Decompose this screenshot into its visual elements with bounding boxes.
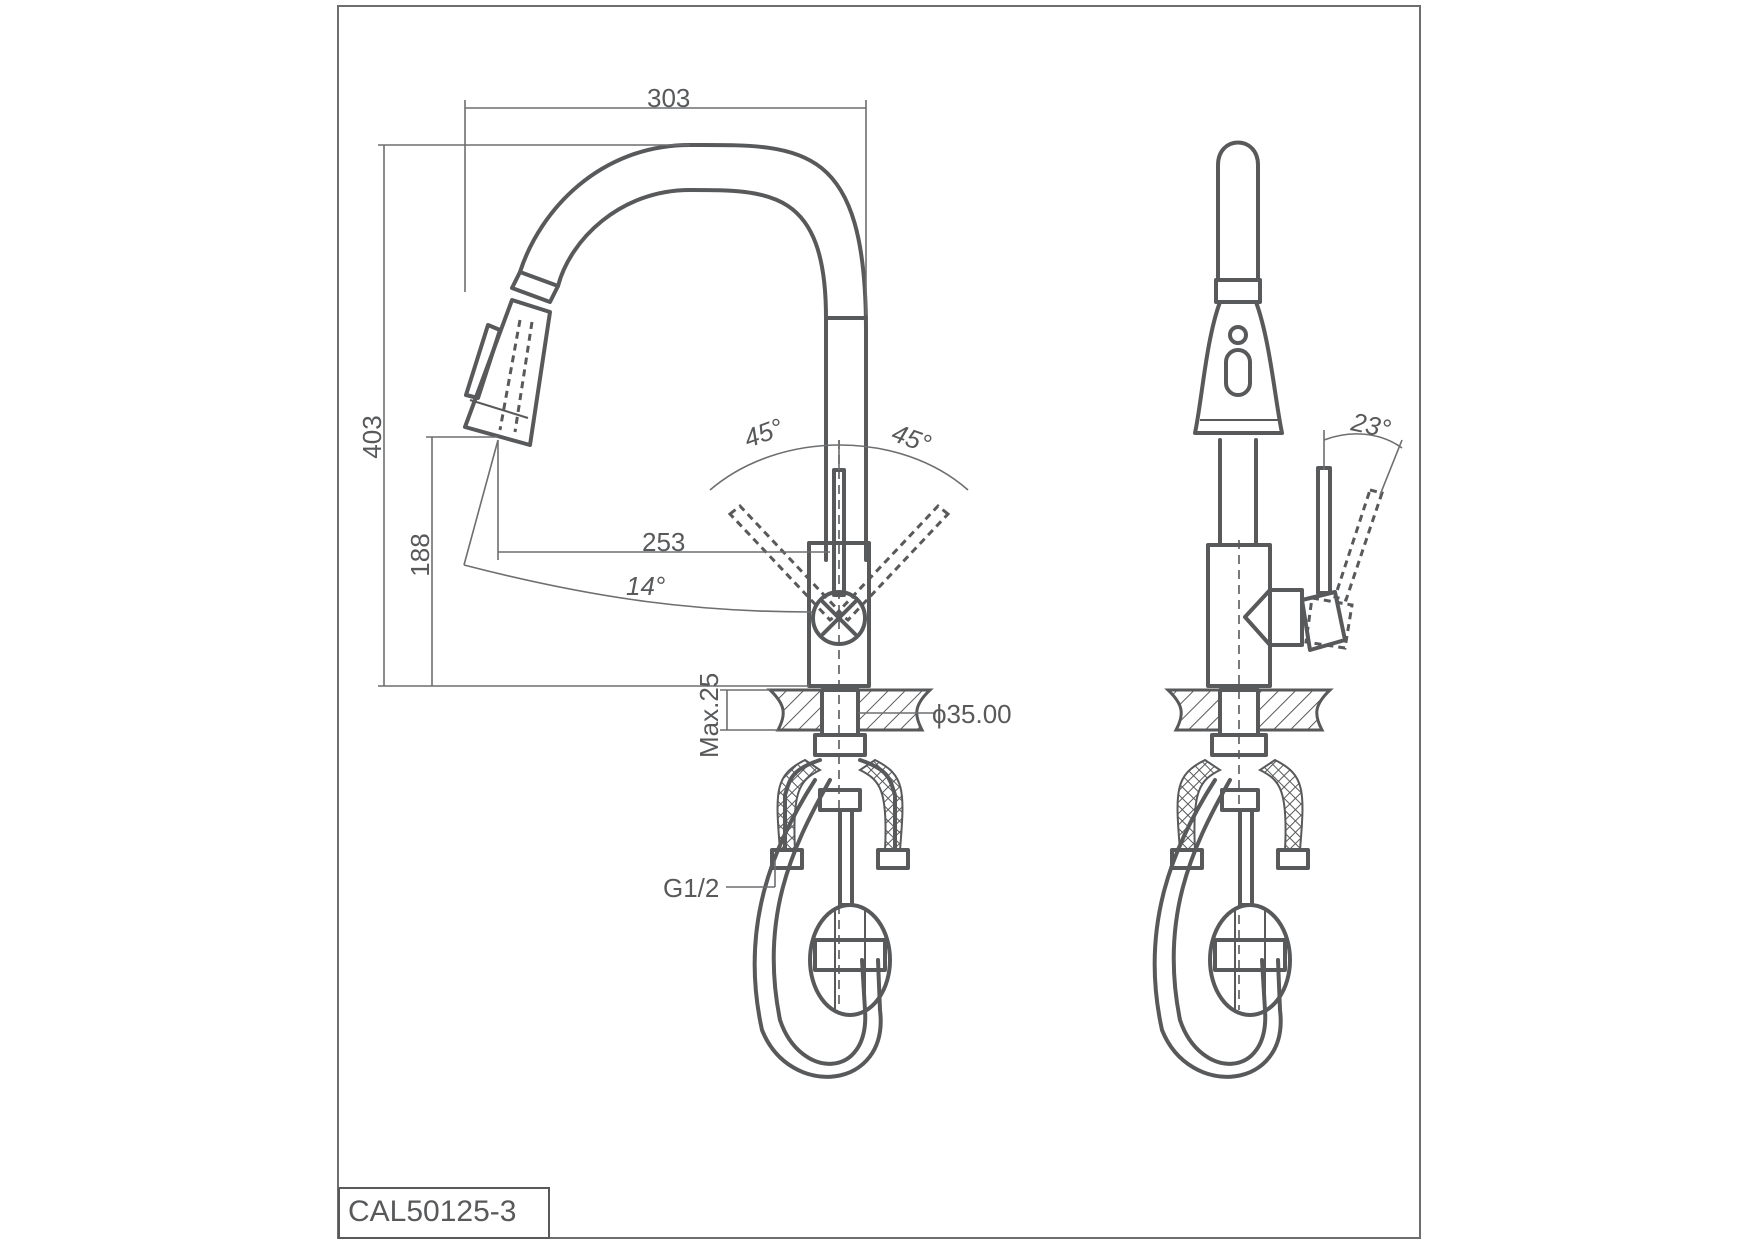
side-view: 23° [1152,140,1403,1079]
dim-hole-diameter: ϕ35.00 [932,699,1012,729]
dim-spout-reach: 303 [647,83,690,113]
dim-total-height: 403 [357,415,387,458]
model-code-box: CAL50125-3 [338,1187,550,1239]
faucet-body [727,440,951,1010]
dim-inlet-thread: G1/2 [663,873,719,903]
spray-head [463,270,560,447]
dim-outlet-reach: 253 [642,527,685,557]
countertop-right [856,688,934,732]
drawing-frame [337,5,1421,1239]
countertop-left [766,688,824,732]
front-view: 303 403 188 253 14° 45° 45° Max.25 ϕ35.0… [357,83,1012,1079]
model-code: CAL50125-3 [348,1195,517,1228]
dim-spray-angle: 14° [626,571,665,601]
dim-handle-angle-left: 45° [740,412,787,454]
dim-outlet-height: 188 [405,533,435,576]
dimension-lines [378,100,969,888]
supply-hoses [752,758,910,1079]
dim-max-deck: Max.25 [694,673,724,758]
dim-handle-side-angle: 23° [1348,406,1394,444]
spout-inner [556,188,828,562]
spout-outer [518,142,868,562]
